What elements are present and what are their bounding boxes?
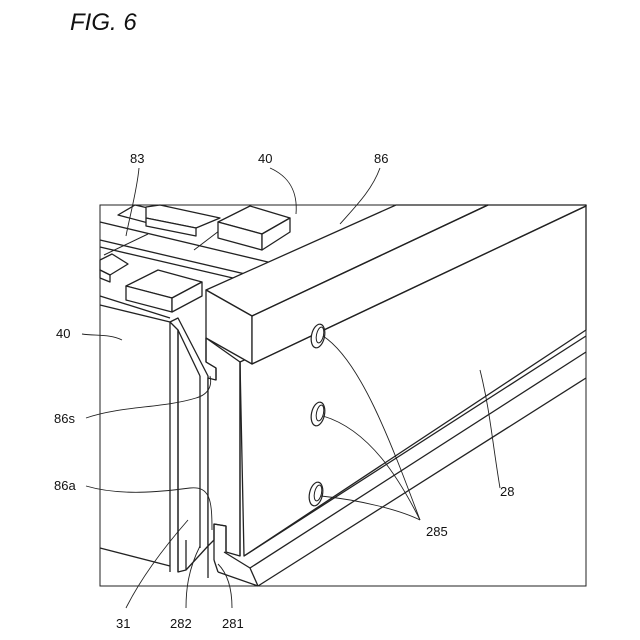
label-28: 28 bbox=[500, 484, 514, 499]
label-83: 83 bbox=[130, 151, 144, 166]
label-281: 281 bbox=[222, 616, 244, 631]
battery-cell-40-left bbox=[100, 305, 170, 572]
bracket-flange bbox=[206, 338, 240, 578]
label-40-top: 40 bbox=[258, 151, 272, 166]
label-86a: 86a bbox=[54, 478, 76, 493]
label-40-left: 40 bbox=[56, 326, 70, 341]
figure-title: FIG. 6 bbox=[70, 9, 137, 36]
label-86: 86 bbox=[374, 151, 388, 166]
label-86s: 86s bbox=[54, 411, 75, 426]
label-31: 31 bbox=[116, 616, 130, 631]
label-282: 282 bbox=[170, 616, 192, 631]
label-285: 285 bbox=[426, 524, 448, 539]
